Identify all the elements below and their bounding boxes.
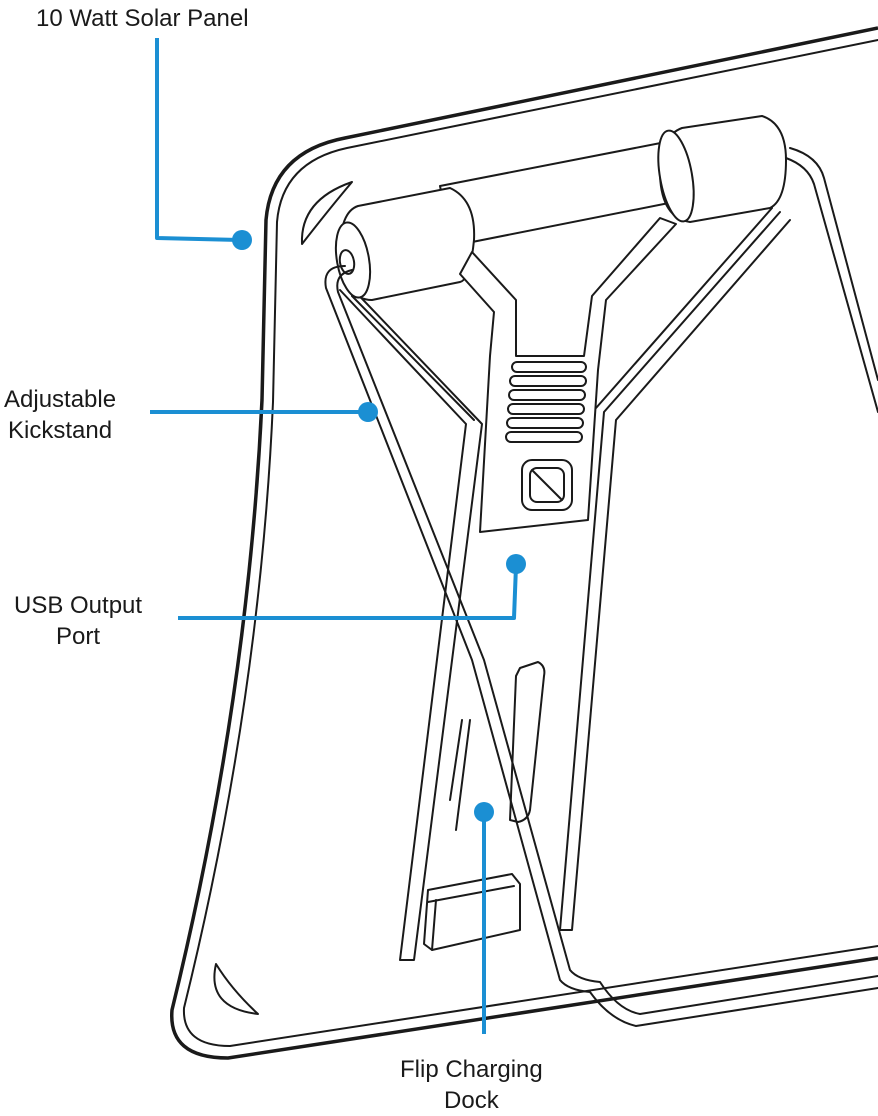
callout-usb-leader — [178, 554, 526, 620]
adjustable-kickstand-wire — [324, 147, 878, 1027]
label-flip-charging-dock: Flip Charging Dock — [400, 1054, 543, 1116]
flip-charging-dock — [423, 873, 521, 951]
label-kickstand-line1: Adjustable — [4, 386, 117, 413]
solar-panel-body — [170, 26, 878, 1060]
label-solar-panel-text: 10 Watt Solar Panel — [36, 5, 249, 32]
dock-channel — [449, 719, 471, 831]
hinge-assembly — [334, 115, 787, 301]
brand-logo-emblem — [521, 459, 573, 511]
panel-corner-notch-top — [300, 181, 353, 245]
panel-corner-notch-bottom — [213, 963, 259, 1015]
frame-rails — [339, 207, 791, 961]
callout-solar-leader — [155, 38, 252, 250]
label-kickstand-line2: Kickstand — [8, 417, 113, 444]
callout-kickstand-leader — [150, 402, 378, 422]
usb-output-port — [509, 661, 546, 823]
label-dock-line1: Flip Charging — [400, 1056, 543, 1083]
label-usb-line2: Port — [56, 623, 101, 650]
callout-dock-leader — [474, 802, 494, 1034]
label-dock-line2: Dock — [444, 1087, 499, 1114]
label-usb-line1: USB Output — [14, 592, 143, 619]
label-solar-panel: 10 Watt Solar Panel — [36, 3, 249, 34]
label-adjustable-kickstand: Adjustable Kickstand — [4, 384, 116, 446]
label-usb-output-port: USB Output Port — [14, 590, 142, 652]
bracket-grip-ridges — [505, 361, 587, 443]
